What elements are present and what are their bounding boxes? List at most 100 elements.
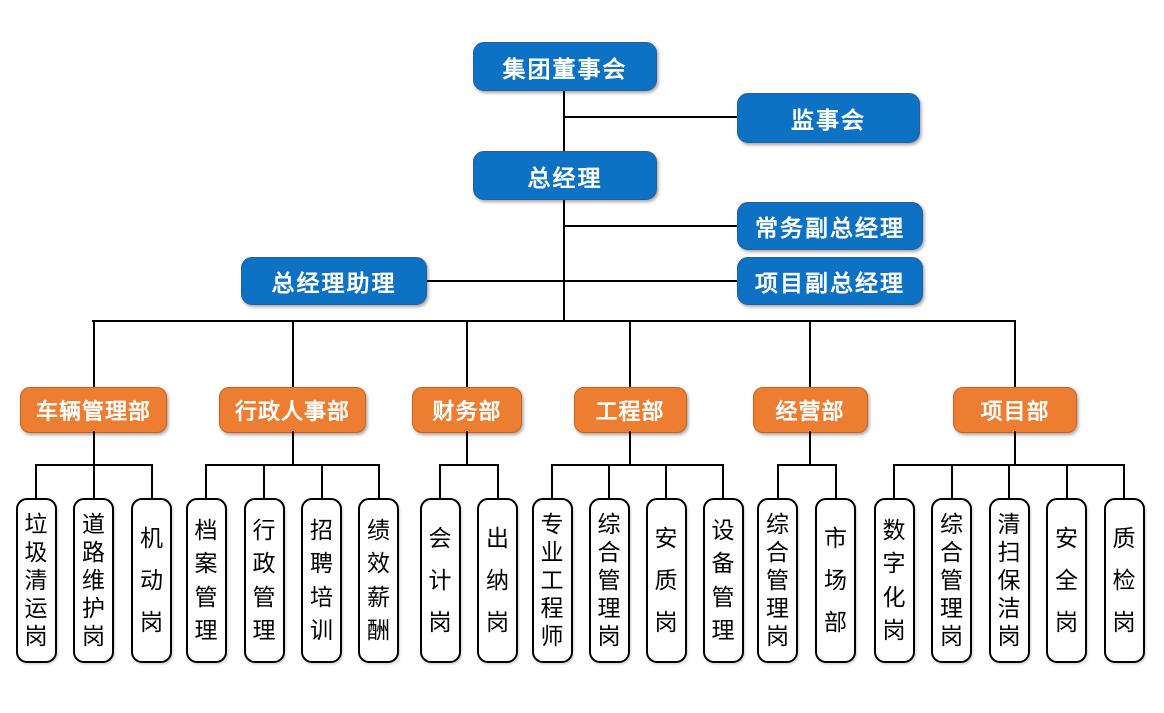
dept-operations: 经营部 [752, 387, 868, 433]
dept-finance: 财务部 [412, 387, 522, 433]
dept-vehicle-management: 车辆管理部 [20, 387, 167, 433]
position-label-char: 保 [997, 567, 1021, 593]
connector-line [1123, 464, 1125, 500]
position-label-char: 专 [540, 511, 564, 537]
node-general-manager: 总经理 [473, 151, 657, 200]
position-label-char: 档 [194, 516, 218, 543]
position-engineering-1: 专业工程师 [531, 498, 573, 663]
position-label-char: 政 [252, 550, 276, 577]
position-label-char: 字 [882, 550, 906, 577]
position-admin-hr-3: 招聘培训 [301, 498, 342, 663]
connector-line [564, 225, 737, 227]
node-board-of-directors: 集团董事会 [473, 42, 657, 91]
position-label-char: 岗 [1055, 609, 1078, 635]
position-label-char: 动 [140, 567, 163, 593]
position-label-char: 扫 [997, 539, 1021, 565]
position-label-char: 薪 [367, 583, 390, 610]
position-label-char: 市 [824, 525, 847, 551]
connector-line [563, 91, 565, 151]
position-label-char: 全 [1055, 567, 1078, 593]
position-label-char: 案 [194, 550, 218, 577]
position-label-char: 理 [940, 595, 963, 621]
connector-line [35, 464, 37, 500]
position-label-char: 训 [310, 617, 333, 644]
position-label-char: 检 [1112, 567, 1136, 593]
connector-line [427, 280, 737, 282]
position-label-char: 岗 [24, 623, 48, 649]
node-project-deputy-general-manager: 项目副总经理 [737, 257, 923, 305]
position-label-char: 业 [540, 539, 564, 565]
connector-line [150, 464, 153, 500]
position-label-char: 计 [428, 567, 452, 593]
position-label-char: 岗 [597, 623, 621, 649]
position-project-4: 安全岗 [1046, 498, 1087, 663]
position-label-char: 质 [1112, 525, 1136, 551]
position-label-char: 安 [654, 525, 678, 551]
connector-line [1008, 464, 1010, 500]
connector-line [834, 464, 837, 500]
position-label-char: 合 [597, 539, 621, 565]
connector-line [440, 464, 498, 466]
connector-line [1014, 320, 1016, 389]
position-project-3: 清扫保洁岗 [988, 498, 1030, 663]
position-label-char: 垃 [24, 511, 48, 537]
position-label-char: 岗 [766, 623, 789, 649]
position-operations-1: 综合管理岗 [757, 498, 798, 663]
connector-line [564, 116, 737, 118]
position-label-char: 护 [82, 595, 105, 621]
connector-line [320, 464, 323, 500]
position-label-char: 合 [766, 539, 789, 565]
position-label-char: 工 [540, 567, 564, 593]
position-label-char: 理 [766, 595, 789, 621]
connector-line [92, 320, 1016, 322]
position-label-char: 洁 [997, 595, 1021, 621]
position-label-char: 运 [24, 595, 48, 621]
position-label-char: 安 [1055, 525, 1078, 551]
connector-line [563, 200, 565, 322]
position-label-char: 管 [597, 567, 621, 593]
connector-line [629, 431, 631, 465]
position-label-char: 理 [194, 617, 218, 644]
position-label-char: 培 [310, 583, 333, 610]
position-label-char: 机 [140, 525, 163, 551]
position-label-char: 管 [194, 583, 218, 610]
connector-line [291, 320, 294, 389]
position-label-char: 化 [882, 583, 906, 610]
connector-line [205, 464, 207, 500]
position-label-char: 聘 [310, 550, 333, 577]
node-executive-deputy-general-manager: 常务副总经理 [737, 202, 923, 250]
position-label-char: 清 [997, 511, 1021, 537]
position-project-1: 数字化岗 [873, 498, 915, 663]
position-label-char: 岗 [140, 609, 163, 635]
position-engineering-4: 设备管理 [702, 498, 744, 663]
position-label-char: 岗 [940, 623, 963, 649]
position-label-char: 场 [824, 567, 847, 593]
position-label-char: 理 [597, 595, 621, 621]
connector-line [809, 320, 811, 389]
position-label-char: 维 [82, 567, 105, 593]
position-label-char: 招 [310, 516, 333, 543]
position-engineering-3: 安质岗 [645, 498, 687, 663]
connector-line [777, 464, 836, 466]
position-finance-2: 出纳岗 [477, 498, 518, 663]
position-label-char: 路 [82, 539, 105, 565]
connector-line [776, 464, 779, 500]
connector-line [893, 464, 895, 500]
connector-line [466, 320, 468, 389]
position-label-char: 综 [597, 511, 621, 537]
position-label-char: 理 [711, 617, 735, 644]
position-label-char: 岗 [428, 609, 452, 635]
position-label-char: 效 [367, 550, 390, 577]
position-label-char: 岗 [486, 609, 509, 635]
position-label-char: 岗 [882, 617, 906, 644]
connector-line [92, 320, 95, 389]
connector-line [291, 431, 294, 465]
position-label-char: 清 [24, 567, 48, 593]
position-label-char: 综 [766, 511, 789, 537]
position-finance-1: 会计岗 [419, 498, 461, 663]
position-engineering-2: 综合管理岗 [588, 498, 630, 663]
connector-line [722, 464, 724, 500]
connector-line [809, 431, 811, 465]
position-label-char: 岗 [1112, 609, 1136, 635]
